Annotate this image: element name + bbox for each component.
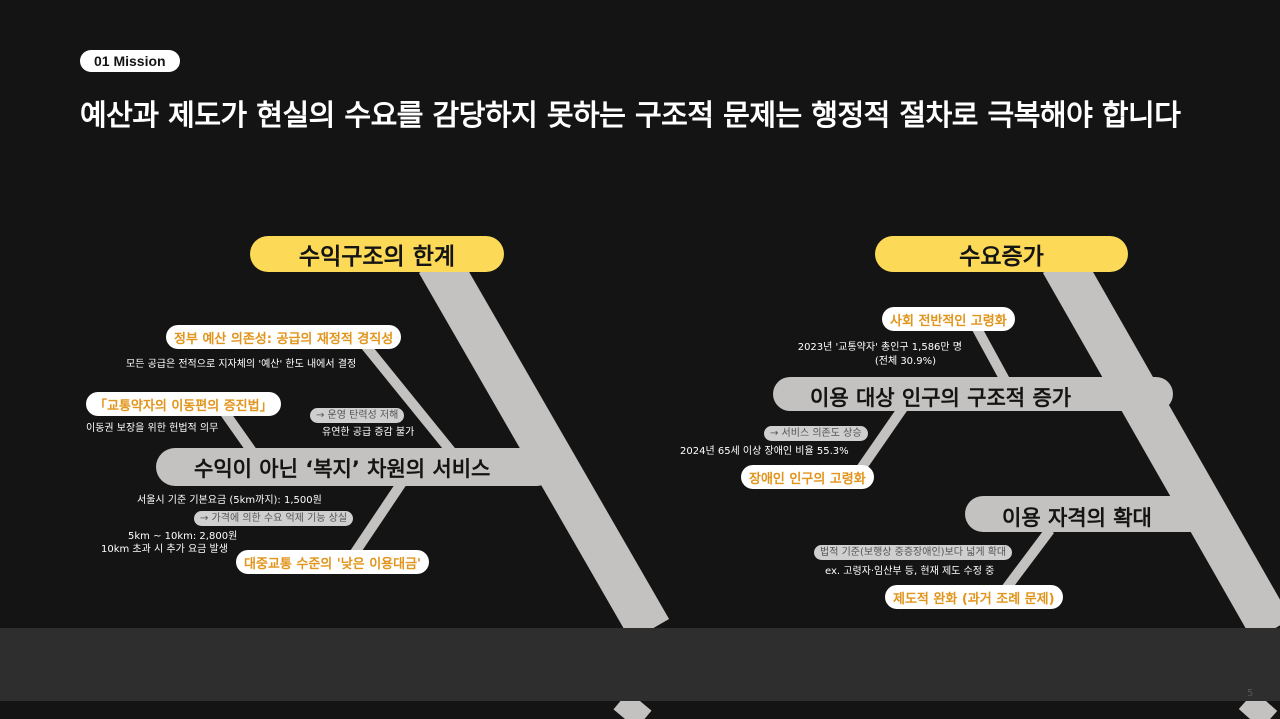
left-branch-budget [361,341,459,460]
right-branch-aging [970,322,1010,383]
left-bone-label: 수익이 아닌 ‘복지’ 차원의 서비스 [194,457,491,481]
chip-disabled-aging: 장애인 인구의 고령화 [741,465,874,489]
page-title: 예산과 제도가 현실의 수요를 감당하지 못하는 구조적 문제는 행정적 절차로… [80,98,1181,132]
bottom-band [0,628,1280,701]
right-branch-disabled [855,402,910,473]
arrow-service-dependency: → 서비스 의존도 상승 [764,426,868,441]
left-spine [418,251,670,641]
chip-aging-society: 사회 전반적인 고령화 [882,307,1015,331]
left-branch-fare [345,475,410,563]
section-badge: 01 Mission [80,50,180,72]
note-criteria-example: ex. 고령자·임산부 등, 현재 제도 수정 중 [825,566,995,577]
right-branch-relax [1001,527,1054,593]
left-bone [156,448,556,486]
arrow-operation-flex: → 운영 탄력성 저해 [310,408,405,423]
right-spine-tail [1238,691,1278,719]
right-bone-2-label: 이용 자격의 확대 [1002,506,1152,530]
note-fare-basic: 서울시 기준 기본요금 (5km까지): 1,500원 [137,495,322,506]
note-supply-flex: 유연한 공급 증감 불가 [322,427,415,438]
right-bone-1 [773,377,1173,411]
note-disabled-ratio: 2024년 65세 이상 장애인 비율 55.3% [680,446,849,457]
page-number: 5 [1247,688,1254,699]
note-aging-total: 2023년 '교통약자' 총인구 1,586만 명 [797,342,962,353]
arrow-demand-control: → 가격에 의한 수요 억제 기능 상실 [194,511,354,526]
chip-institutional-relax: 제도적 완화 (과거 조례 문제) [885,585,1063,609]
note-fare-extra: 10km 초과 시 추가 요금 발생 [101,544,228,555]
note-law: 이동권 보장을 위한 헌법적 의무 [86,423,219,434]
note-fare-mid: 5km ~ 10km: 2,800원 [128,531,238,542]
right-bone-2 [965,496,1225,532]
note-budget: 모든 공급은 전적으로 지자체의 '예산' 한도 내에서 결정 [126,359,357,370]
right-spine [1042,251,1280,641]
tag-demand-increase: 수요증가 [875,236,1128,272]
arrow-criteria-expansion: 법적 기준(보행상 중증장애인)보다 넓게 확대 [814,545,1013,560]
chip-low-fare: 대중교통 수준의 '낮은 이용대금' [236,550,430,574]
chip-mobility-law: 「교통약자의 이동편의 증진법」 [86,392,281,416]
note-aging-ratio: (전체 30.9%) [874,356,936,367]
left-spine-tail [613,691,652,719]
right-bone-1-label: 이용 대상 인구의 구조적 증가 [810,386,1072,410]
tag-revenue-limit: 수익구조의 한계 [250,236,504,272]
chip-budget-dependency: 정부 예산 의존성: 공급의 재정적 경직성 [166,325,402,349]
